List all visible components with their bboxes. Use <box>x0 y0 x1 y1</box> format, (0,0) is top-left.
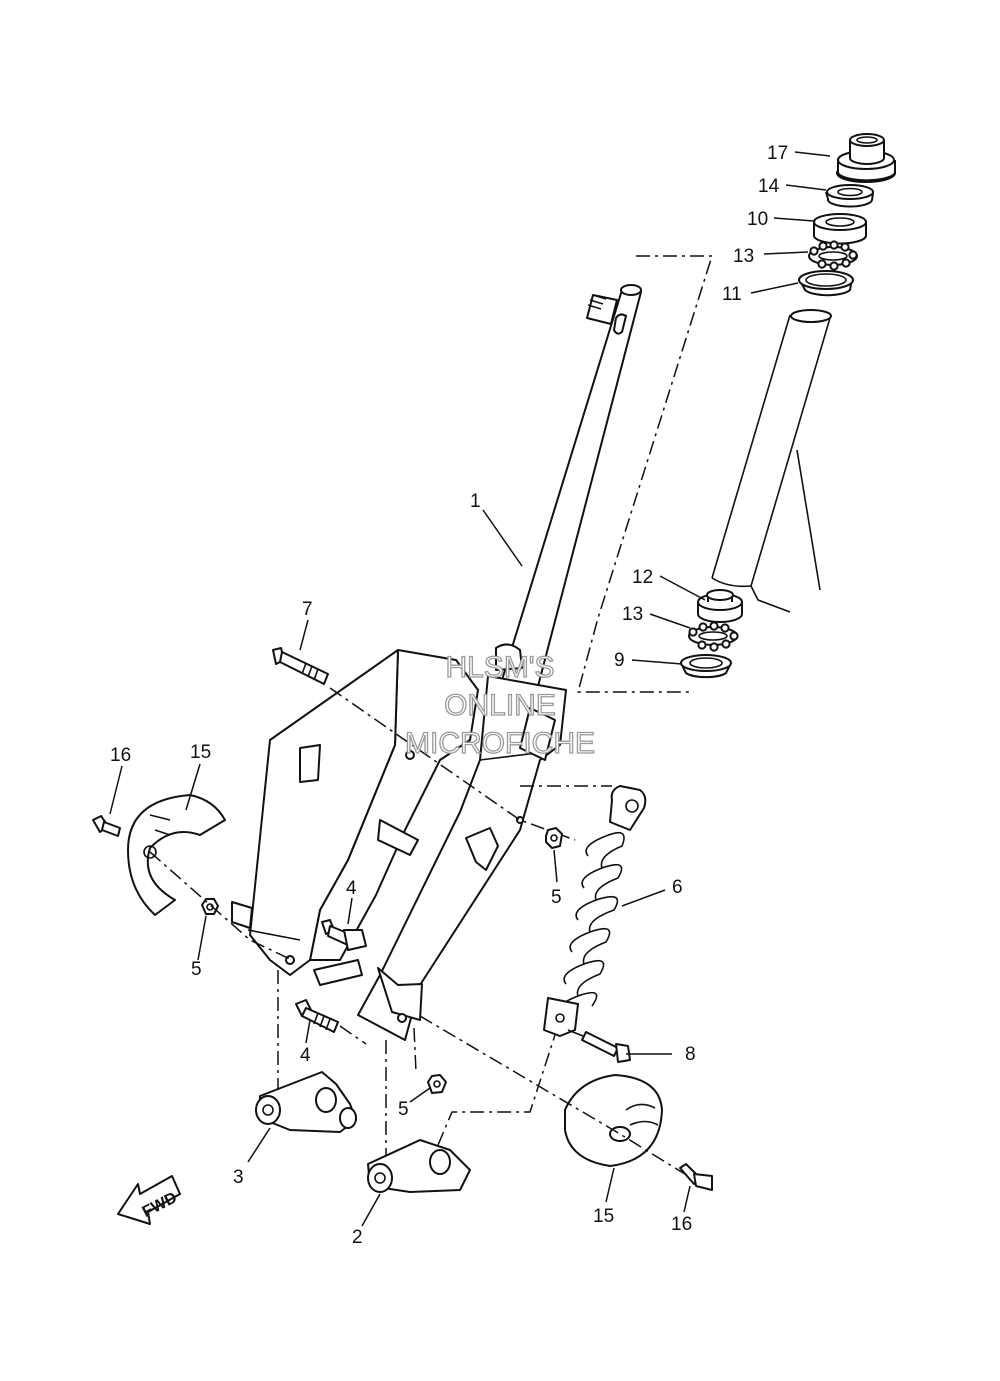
part-13-ball-race-upper[interactable] <box>808 240 858 271</box>
ref-line-cover-left <box>149 851 293 961</box>
callout-13-upper: 13 <box>733 246 754 267</box>
callout-15-right: 15 <box>593 1206 614 1227</box>
part-7-bolt[interactable] <box>272 647 329 685</box>
callout-15-left: 15 <box>190 742 211 763</box>
assembly-bracket-line <box>577 255 714 693</box>
ref-line-bolt-lower <box>339 1025 367 1045</box>
callout-11: 11 <box>722 284 742 305</box>
part-3-link-plate[interactable] <box>255 1071 357 1133</box>
part-5-nut-upper-right[interactable] <box>545 827 563 849</box>
callout-16-right: 16 <box>671 1214 692 1235</box>
callout-8: 8 <box>685 1044 696 1065</box>
callout-5-lower: 5 <box>398 1099 409 1120</box>
part-15-cover-left[interactable] <box>127 794 226 916</box>
callout-1: 1 <box>470 491 481 512</box>
part-1-steering-shaft[interactable] <box>501 284 642 691</box>
part-4-bolt-lower[interactable] <box>295 999 339 1033</box>
part-6-shock-absorber[interactable] <box>543 785 647 1037</box>
callout-2: 2 <box>352 1227 363 1248</box>
part-16-screw-right[interactable] <box>679 1163 713 1191</box>
ref-line-nut-lower <box>413 1027 417 1073</box>
callout-4-lower: 4 <box>300 1045 311 1066</box>
callout-10: 10 <box>747 209 768 230</box>
callout-13-lower: 13 <box>622 604 643 625</box>
watermark-line-2: ONLINE <box>444 689 556 722</box>
part-13-ball-race-lower[interactable] <box>688 621 739 652</box>
callout-6: 6 <box>672 877 683 898</box>
part-8-bolt[interactable] <box>567 1029 631 1063</box>
fwd-direction-arrow: FWD <box>117 1175 181 1225</box>
watermark-line-3: MICROFICHE <box>405 727 595 760</box>
part-5-nut-lower[interactable] <box>427 1074 447 1094</box>
watermark: HLSM'S ONLINE MICROFICHE <box>404 650 595 760</box>
part-9-bearing-race[interactable] <box>680 654 732 679</box>
head-pipe-reference <box>711 309 832 613</box>
part-4-bolt-upper[interactable] <box>321 919 367 951</box>
leader-lines <box>109 151 831 1227</box>
callout-14: 14 <box>758 176 780 197</box>
callout-5-left: 5 <box>191 959 202 980</box>
ref-line-link-2 <box>437 1034 556 1146</box>
part-12-dust-seal[interactable] <box>697 589 743 623</box>
part-5-nut-left[interactable] <box>201 898 219 915</box>
fork-arm-right[interactable] <box>357 643 567 1041</box>
callout-4-upper: 4 <box>346 878 357 899</box>
part-17-cap-nut[interactable] <box>836 133 896 183</box>
part-14-lock-washer[interactable] <box>825 184 874 208</box>
callout-7: 7 <box>302 599 313 620</box>
callout-9: 9 <box>614 650 625 671</box>
callout-12: 12 <box>632 567 653 588</box>
steering-bearing-stack <box>798 133 896 297</box>
part-2-link-plate[interactable] <box>367 1139 471 1193</box>
part-15-cover-right[interactable] <box>564 1074 663 1167</box>
callout-17: 17 <box>767 143 788 164</box>
part-16-screw-left[interactable] <box>92 815 121 837</box>
callout-3: 3 <box>233 1167 244 1188</box>
fork-arm-left[interactable] <box>231 649 524 1023</box>
watermark-line-1: HLSM'S <box>445 651 554 684</box>
part-10-ring-nut[interactable] <box>812 213 867 245</box>
callout-5-right: 5 <box>551 887 562 908</box>
callout-labels: 17 14 10 13 11 1 12 13 9 7 16 15 5 4 4 5… <box>110 143 788 1248</box>
callout-16-left: 16 <box>110 745 131 766</box>
part-11-bearing-cup[interactable] <box>798 270 854 297</box>
